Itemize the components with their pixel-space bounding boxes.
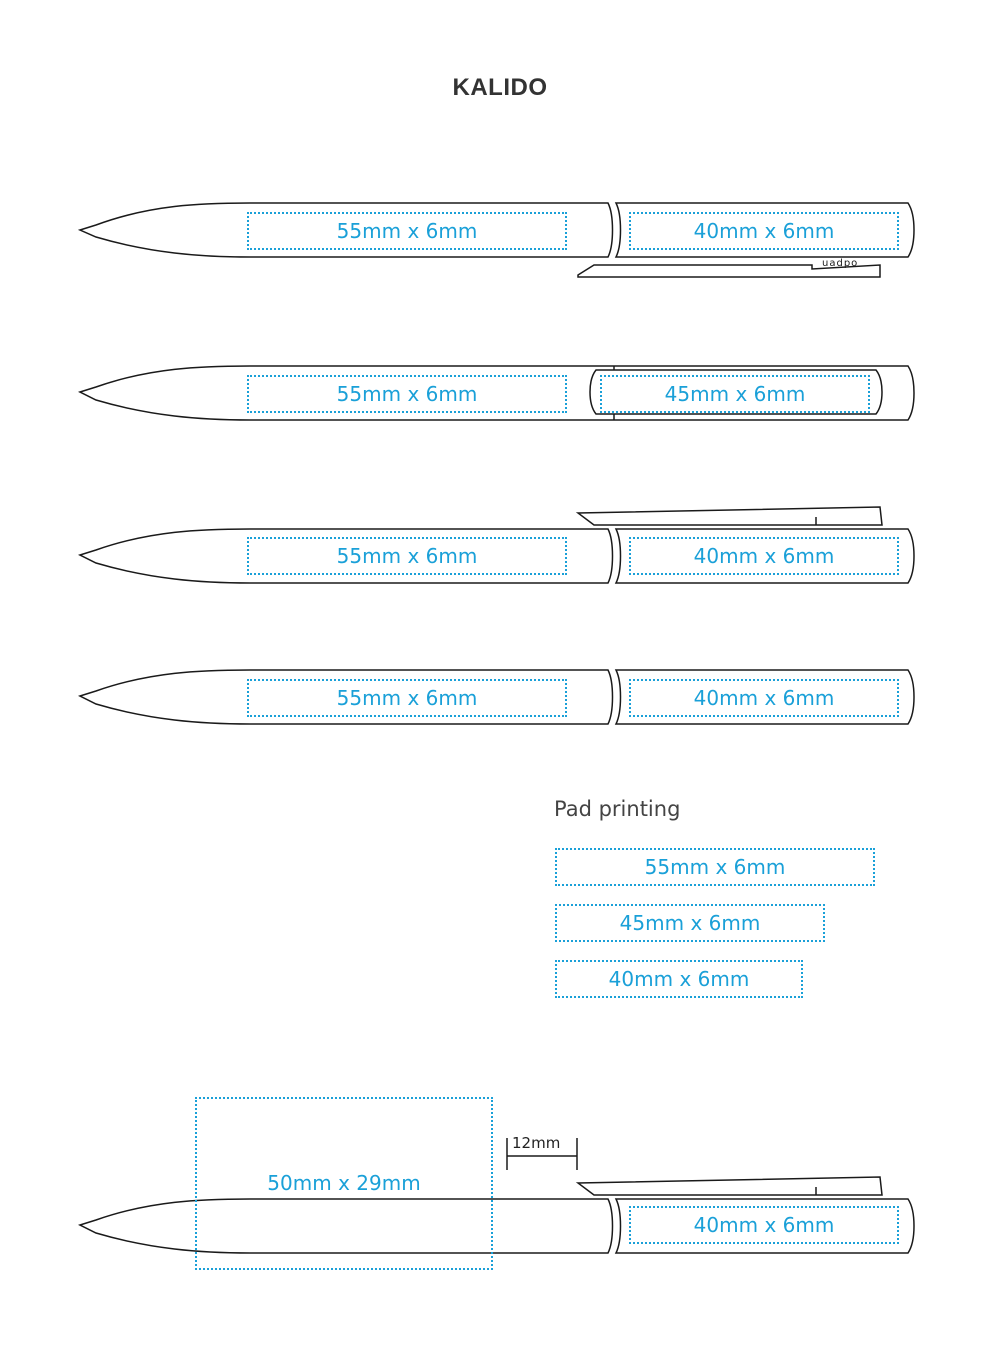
pen-3-outline [78, 506, 915, 584]
pad-area-55: 55mm x 6mm [555, 848, 875, 886]
pen-4-outline [78, 669, 915, 725]
bottom-pen-cap-area: 40mm x 6mm [629, 1206, 899, 1244]
bottom-pen-large-area: 50mm x 29mm [195, 1097, 493, 1270]
pad-area-45: 45mm x 6mm [555, 904, 825, 942]
pad-area-40: 40mm x 6mm [555, 960, 803, 998]
pen-3-barrel-area: 55mm x 6mm [247, 537, 567, 575]
page-title: KALIDO [452, 74, 548, 101]
pen-3-cap-area: 40mm x 6mm [629, 537, 899, 575]
pen-4-barrel-area: 55mm x 6mm [247, 679, 567, 717]
pen-1-barrel-area: 55mm x 6mm [247, 212, 567, 250]
large-area-label: 50mm x 29mm [267, 1171, 421, 1195]
pad-printing-heading: Pad printing [554, 797, 681, 821]
clip-logo: uadpo [822, 258, 859, 269]
pen-4-cap-area: 40mm x 6mm [629, 679, 899, 717]
pen-2-barrel-area: 55mm x 6mm [247, 375, 567, 413]
pen-2-outline [78, 365, 915, 421]
bottom-pen-outline [78, 1176, 915, 1254]
offset-dimension-label: 12mm [512, 1134, 561, 1152]
offset-dimension-marker [506, 1138, 578, 1170]
pen-1-outline [77, 202, 915, 278]
pen-1-cap-area: 40mm x 6mm [629, 212, 899, 250]
pen-2-cap-area: 45mm x 6mm [600, 375, 870, 413]
